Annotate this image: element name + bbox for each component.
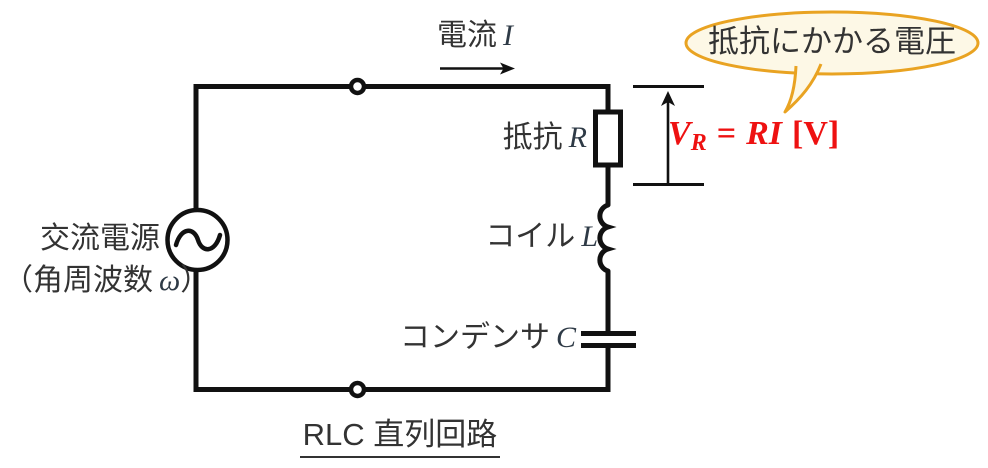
callout-bubble xyxy=(684,10,980,76)
diagram-title: RLC 直列回路 xyxy=(299,419,501,458)
formula-var-sub: R xyxy=(690,130,707,156)
formula-var: V xyxy=(668,115,691,152)
source-label-line1-text: 交流電源 xyxy=(40,222,160,255)
resistor-label-text: 抵抗 xyxy=(502,121,563,154)
capacitor-label-text: コンデンサ xyxy=(399,321,550,354)
resistor-symbol xyxy=(593,109,623,168)
formula-rhs: RI xyxy=(746,115,782,152)
voltage-arrow-head xyxy=(661,91,675,106)
source-label-line2-suffix: ） xyxy=(180,264,211,297)
diagram-title-wrap: RLC 直列回路 xyxy=(240,419,560,458)
voltage-formula: VR =RI [V] xyxy=(668,115,840,156)
resistor-symbol-letter: R xyxy=(568,121,587,154)
current-arrow-head xyxy=(500,62,515,75)
current-symbol: I xyxy=(503,19,513,52)
capacitor-symbol-letter: C xyxy=(555,321,576,354)
source-label-line1: 交流電源 xyxy=(0,224,160,254)
sine-wave-icon xyxy=(173,228,223,252)
omega-symbol: ω xyxy=(159,264,181,297)
current-label-text: 電流 xyxy=(437,19,497,52)
node-top xyxy=(348,77,367,96)
formula-equals: = xyxy=(716,115,737,152)
inductor-symbol xyxy=(597,202,617,274)
inductor-symbol-letter: L xyxy=(581,220,598,253)
node-bottom xyxy=(348,380,367,399)
callout-text: 抵抗にかかる電圧 xyxy=(708,24,956,59)
formula-unit: [V] xyxy=(792,115,840,152)
callout-bubble-tail xyxy=(783,63,823,114)
source-label-line2-prefix: （角周波数 xyxy=(3,264,153,297)
inductor-label-text: コイル xyxy=(485,220,576,253)
